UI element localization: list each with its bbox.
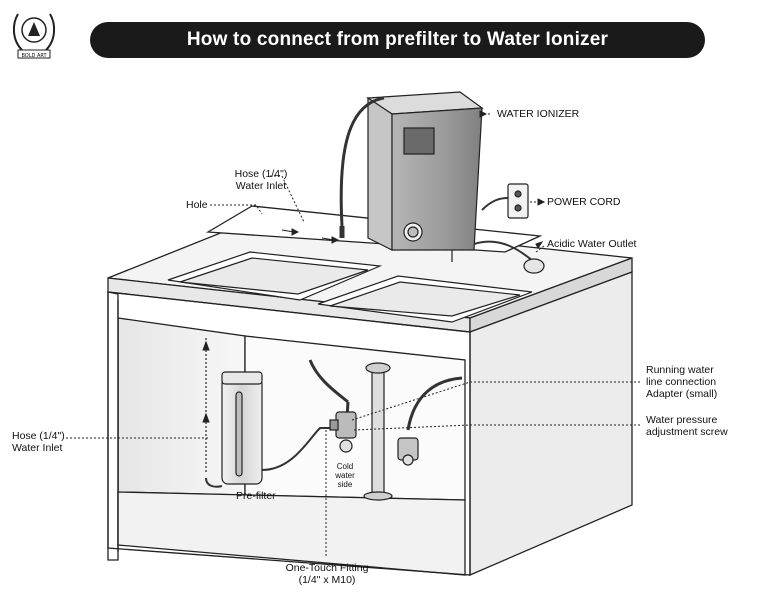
label-fitting-line1: One-Touch Fitting	[285, 562, 369, 574]
pre-filter-unit	[221, 371, 263, 485]
label-running-water-line2: line connection	[646, 376, 717, 388]
label-water-pressure-line1: Water pressure	[646, 414, 718, 426]
title-bar: How to connect from prefilter to Water I…	[90, 22, 705, 58]
acidic-outlet-fitting	[523, 258, 545, 274]
label-hose-top: Hose (1/4") Water Inlet	[228, 168, 294, 192]
label-water-pressure-line2: adjustment screw	[646, 426, 728, 438]
page-title: How to connect from prefilter to Water I…	[186, 29, 609, 50]
drain-pipe	[363, 362, 393, 501]
label-hose-left-line2: Water Inlet	[12, 442, 63, 454]
logo-text: BOLD ART	[21, 53, 47, 59]
label-running-water-line3: Adapter (small)	[646, 388, 718, 400]
label-cold-water-side: Cold water side	[331, 462, 359, 489]
water-ionizer-unit	[366, 91, 484, 262]
label-acidic-water-outlet: Acidic Water Outlet	[547, 238, 637, 250]
label-hose-top-line2: Water Inlet	[235, 180, 287, 192]
label-hose-left: Hose (1/4") Water Inlet	[12, 430, 65, 454]
label-cold-line2: water	[335, 471, 355, 480]
wall-outlet	[507, 183, 529, 219]
label-running-water: Running water line connection Adapter (s…	[646, 364, 717, 400]
label-water-pressure: Water pressure adjustment screw	[646, 414, 728, 438]
valves	[329, 411, 419, 466]
brand-logo	[12, 13, 56, 59]
label-one-touch-fitting: One-Touch Fitting (1/4" x M10)	[272, 562, 382, 586]
sinks	[167, 251, 533, 323]
label-water-ionizer: WATER IONIZER	[497, 108, 580, 120]
label-hole: Hole	[186, 199, 208, 211]
flow-arrows	[202, 110, 546, 423]
label-hose-top-line1: Hose (1/4")	[234, 168, 288, 180]
label-cold-line1: Cold	[336, 462, 354, 471]
label-prefilter: Pre-filter	[236, 490, 276, 502]
leader-lines	[66, 113, 640, 558]
label-cold-line3: side	[337, 480, 353, 489]
label-fitting-line2: (1/4" x M10)	[298, 574, 356, 586]
label-hose-left-line1: Hose (1/4")	[12, 430, 65, 442]
label-running-water-line1: Running water	[646, 364, 714, 376]
label-power-cord: POWER CORD	[547, 196, 621, 208]
